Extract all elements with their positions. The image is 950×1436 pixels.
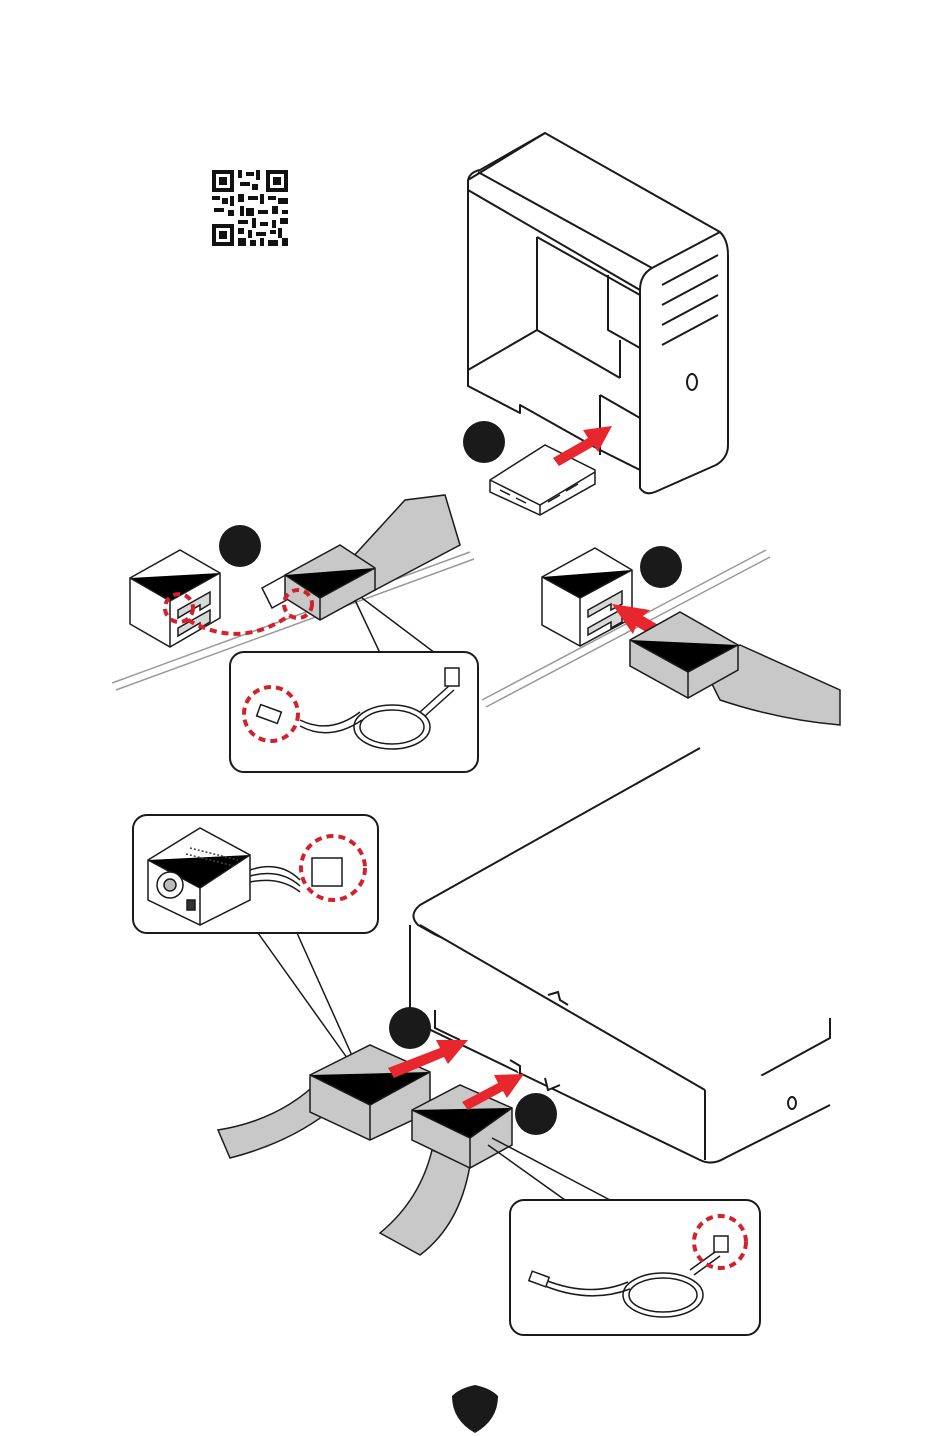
sata-cable-callout-bottom <box>488 1138 760 1335</box>
psu-callout <box>133 815 378 1062</box>
insert-arrow-1 <box>553 426 612 466</box>
shield-logo-icon <box>452 1385 498 1433</box>
sata-port-icon-right <box>542 548 632 646</box>
step-4-badge <box>389 1007 431 1049</box>
step-3-badge <box>640 546 682 588</box>
step-5-badge <box>515 1093 557 1135</box>
step-2-badge <box>219 525 261 567</box>
sata-cable-callout <box>230 598 478 772</box>
hdd-icon <box>490 445 595 515</box>
sata-power-connector-icon <box>218 1045 430 1158</box>
step-1-badge <box>463 421 505 463</box>
sata-port-icon <box>130 550 220 647</box>
sata-cable-icon <box>262 495 460 620</box>
qr-code-icon <box>212 170 288 246</box>
sata-cable-icon-right <box>630 612 840 725</box>
